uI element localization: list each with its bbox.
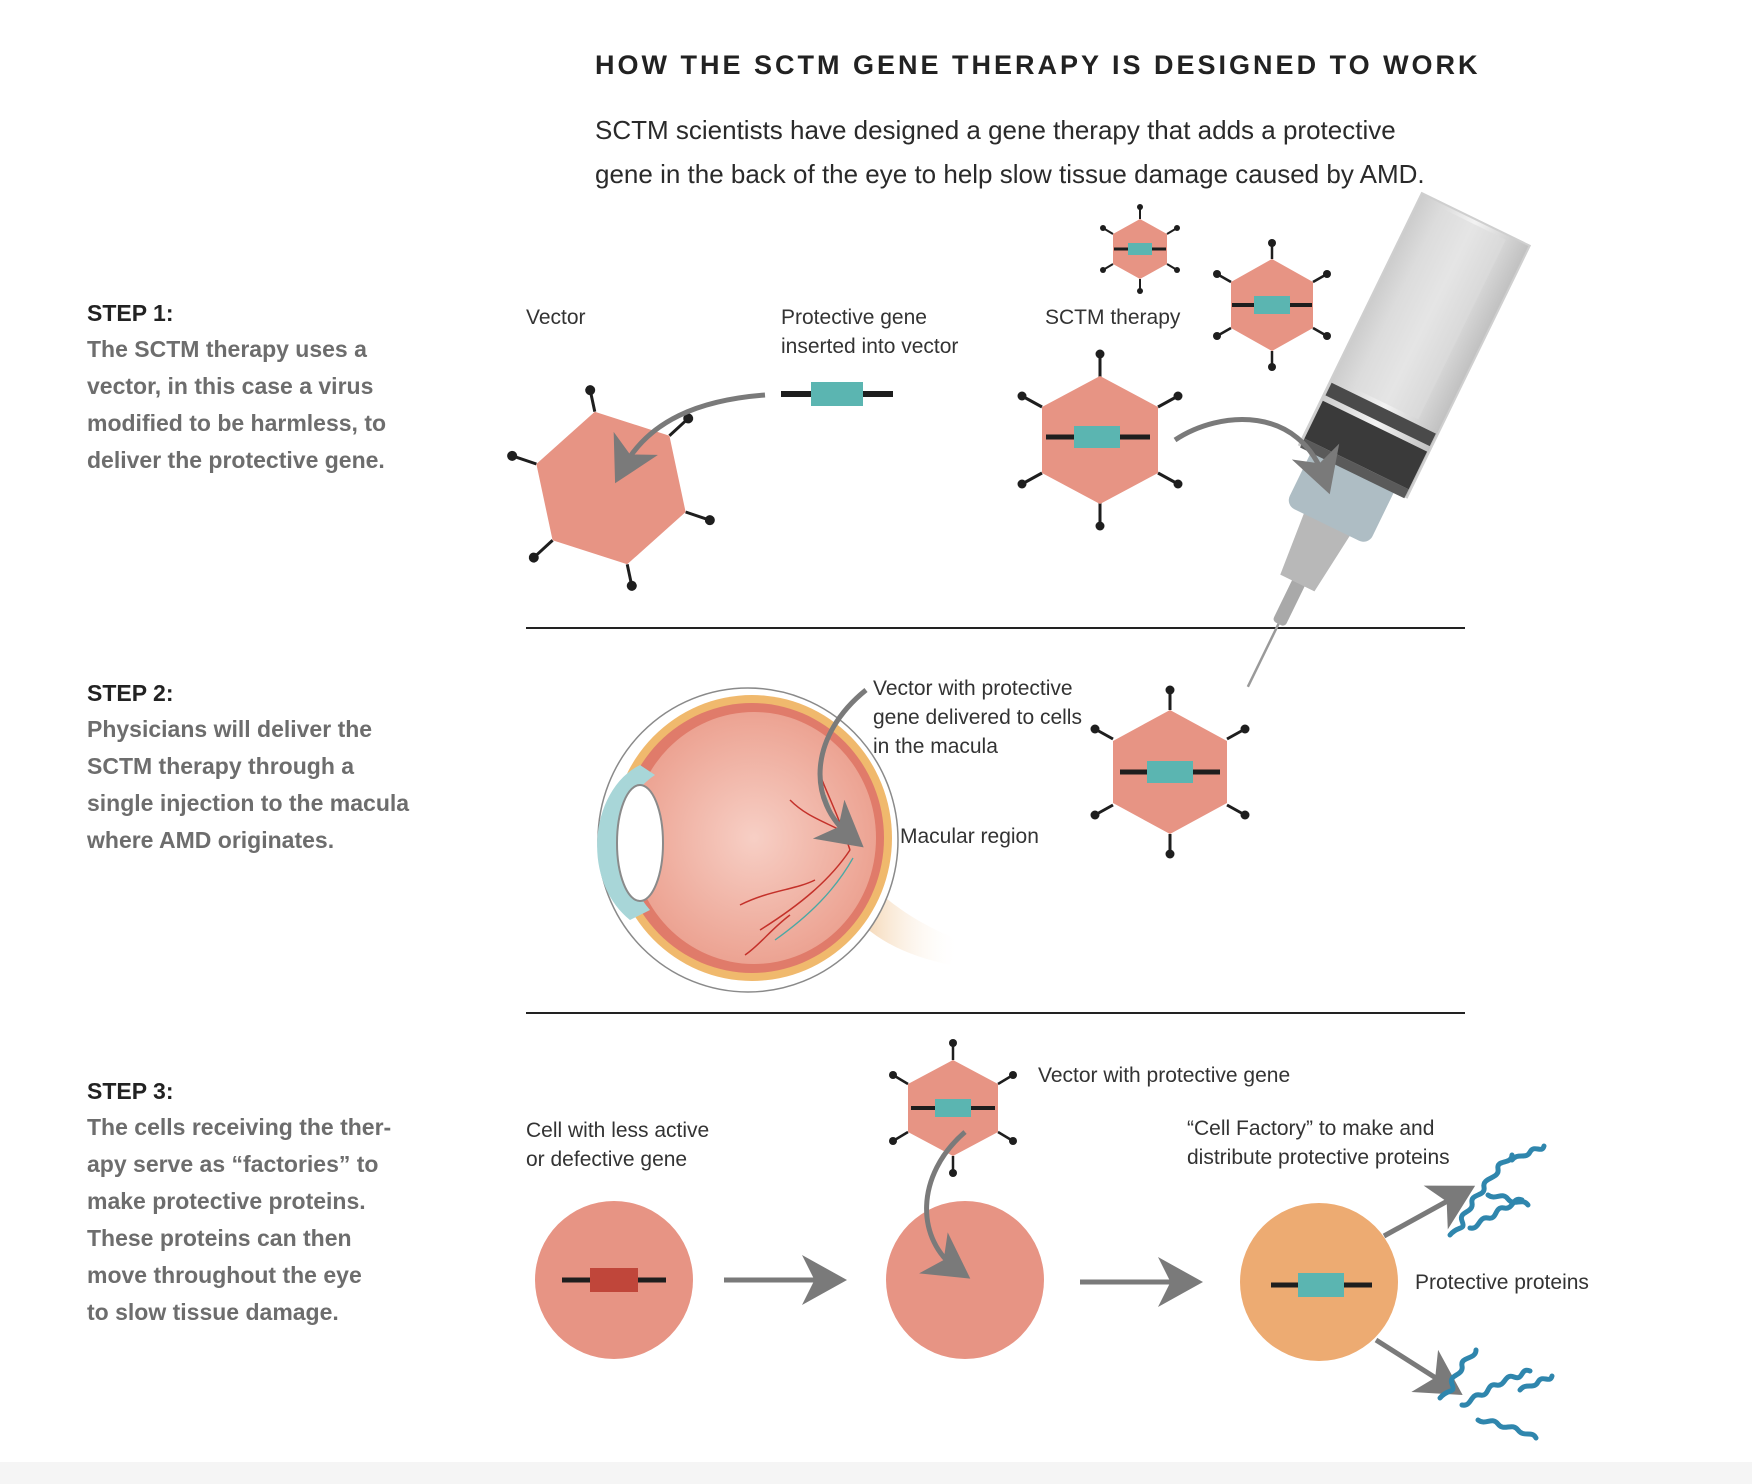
label-vector: Vector (526, 306, 586, 329)
step-3-line: to slow tissue damage. (87, 1299, 339, 1325)
label-macular-region: Macular region (900, 825, 1039, 848)
step-2-line: single injection to the macula (87, 790, 410, 816)
vector-virus-icon (1090, 685, 1250, 859)
step-1-heading: STEP 1: (87, 300, 174, 326)
protective-gene-icon (781, 382, 893, 406)
label-line: “Cell Factory” to make and (1187, 1117, 1435, 1140)
defective-cell-icon (535, 1201, 693, 1359)
label-line: Cell with less active (526, 1119, 710, 1142)
label-vector-delivered: Vector with protective gene delivered to… (873, 674, 1082, 761)
intro-line-2: gene in the back of the eye to help slow… (595, 159, 1425, 189)
label-cell-factory: “Cell Factory” to make and distribute pr… (1187, 1114, 1450, 1172)
page-title: HOW THE SCTM GENE THERAPY IS DESIGNED TO… (595, 50, 1481, 80)
factory-cell-icon (1240, 1203, 1398, 1361)
arrow-icon (613, 392, 766, 484)
vector-virus-icon (1213, 239, 1331, 371)
step-2-body: Physicians will deliver the SCTM therapy… (87, 711, 427, 859)
step-2-text: STEP 2: Physicians will deliver the SCTM… (87, 680, 427, 859)
step-1-line: modified to be harmless, to (87, 410, 387, 436)
divider-step-2-3 (526, 1012, 1465, 1014)
label-defective-cell: Cell with less active or defective gene (526, 1116, 709, 1174)
step-3-line: make protective proteins. (87, 1188, 366, 1214)
divider-step-1-2 (526, 627, 1465, 629)
step-2-line: Physicians will deliver the (87, 716, 373, 742)
arrow-icon (919, 1130, 971, 1279)
syringe-icon (1246, 191, 1532, 688)
vector-virus-icon (889, 1039, 1017, 1177)
vector-virus-icon (1017, 349, 1183, 531)
arrow-icon (1382, 1185, 1476, 1239)
arrow-icon (812, 688, 868, 848)
receiving-cell-icon (886, 1201, 1044, 1359)
step-3-heading: STEP 3: (87, 1078, 174, 1104)
step-1-text: STEP 1: The SCTM therapy uses a vector, … (87, 300, 407, 479)
step-3-line: The cells receiving the ther- (87, 1114, 392, 1140)
step-3-text: STEP 3: The cells receiving the ther- ap… (87, 1078, 407, 1331)
protein-structure-icon (1447, 1143, 1547, 1238)
label-line: gene delivered to cells (873, 706, 1082, 729)
label-line: Vector with protective (873, 677, 1073, 700)
step-1-body: The SCTM therapy uses a vector, in this … (87, 331, 407, 479)
bottom-band (0, 1462, 1752, 1484)
label-line: in the macula (873, 735, 998, 758)
label-protective-gene: Protective gene inserted into vector (781, 303, 958, 361)
step-3-line: apy serve as “factories” to (87, 1151, 379, 1177)
step-1-line: deliver the protective gene. (87, 447, 385, 473)
label-line: inserted into vector (781, 335, 959, 358)
step-3-body: The cells receiving the ther- apy serve … (87, 1109, 407, 1331)
intro-text: SCTM scientists have designed a gene the… (595, 108, 1495, 196)
label-protective-proteins: Protective proteins (1415, 1271, 1589, 1294)
label-line: or defective gene (526, 1148, 688, 1171)
eye-cross-section-icon (597, 687, 960, 993)
protein-structure-icon (1437, 1347, 1555, 1441)
intro-line-1: SCTM scientists have designed a gene the… (595, 115, 1396, 145)
step-3-line: These proteins can then (87, 1225, 352, 1251)
step-2-line: SCTM therapy through a (87, 753, 355, 779)
arrow-icon (1173, 417, 1340, 495)
label-line: distribute protective proteins (1187, 1146, 1450, 1169)
vector-virus-icon (507, 385, 715, 591)
arrow-icon (1374, 1337, 1463, 1396)
step-2-line: where AMD originates. (87, 827, 335, 853)
step-2-heading: STEP 2: (87, 680, 174, 706)
step-1-line: The SCTM therapy uses a (87, 336, 367, 362)
vector-virus-icon (1100, 204, 1180, 294)
step-3-line: move throughout the eye (87, 1262, 362, 1288)
label-sctm-therapy: SCTM therapy (1045, 306, 1181, 329)
step-1-line: vector, in this case a virus (87, 373, 374, 399)
label-line: Protective gene (781, 306, 927, 329)
label-vector-with-gene: Vector with protective gene (1038, 1064, 1291, 1087)
